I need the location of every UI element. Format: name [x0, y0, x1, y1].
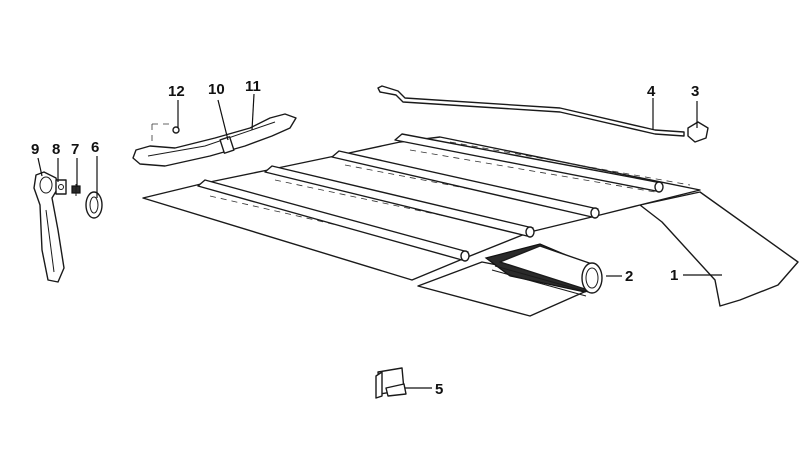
callout-11: 11 [245, 78, 261, 95]
callout-6: 6 [91, 139, 99, 156]
bracket-part-8 [55, 179, 67, 195]
callout-12: 12 [168, 83, 185, 100]
leader-lines [37, 93, 722, 389]
callout-labels: 1 2 3 4 5 6 7 8 9 10 11 12 [31, 78, 699, 398]
strap-part-9 [33, 171, 65, 283]
cover-bows [197, 133, 664, 262]
end-cap-part-3 [687, 121, 709, 143]
callout-8: 8 [52, 141, 60, 158]
ring-part-6 [85, 191, 103, 219]
bolt-part-7 [71, 184, 81, 196]
callout-9: 9 [31, 141, 39, 158]
callout-2: 2 [625, 268, 633, 285]
callout-3: 3 [691, 83, 699, 100]
callout-4: 4 [647, 83, 656, 100]
callout-7: 7 [71, 141, 79, 158]
grab-rail-parts-10-11 [132, 113, 297, 167]
clip-bracket-part-5 [375, 367, 407, 399]
callout-5: 5 [435, 381, 443, 398]
screw-part-12 [151, 123, 180, 142]
tension-rod-part-4 [377, 85, 685, 137]
rolled-headliner-part-2 [417, 243, 603, 317]
callout-1: 1 [670, 267, 678, 284]
callout-10: 10 [208, 81, 225, 98]
